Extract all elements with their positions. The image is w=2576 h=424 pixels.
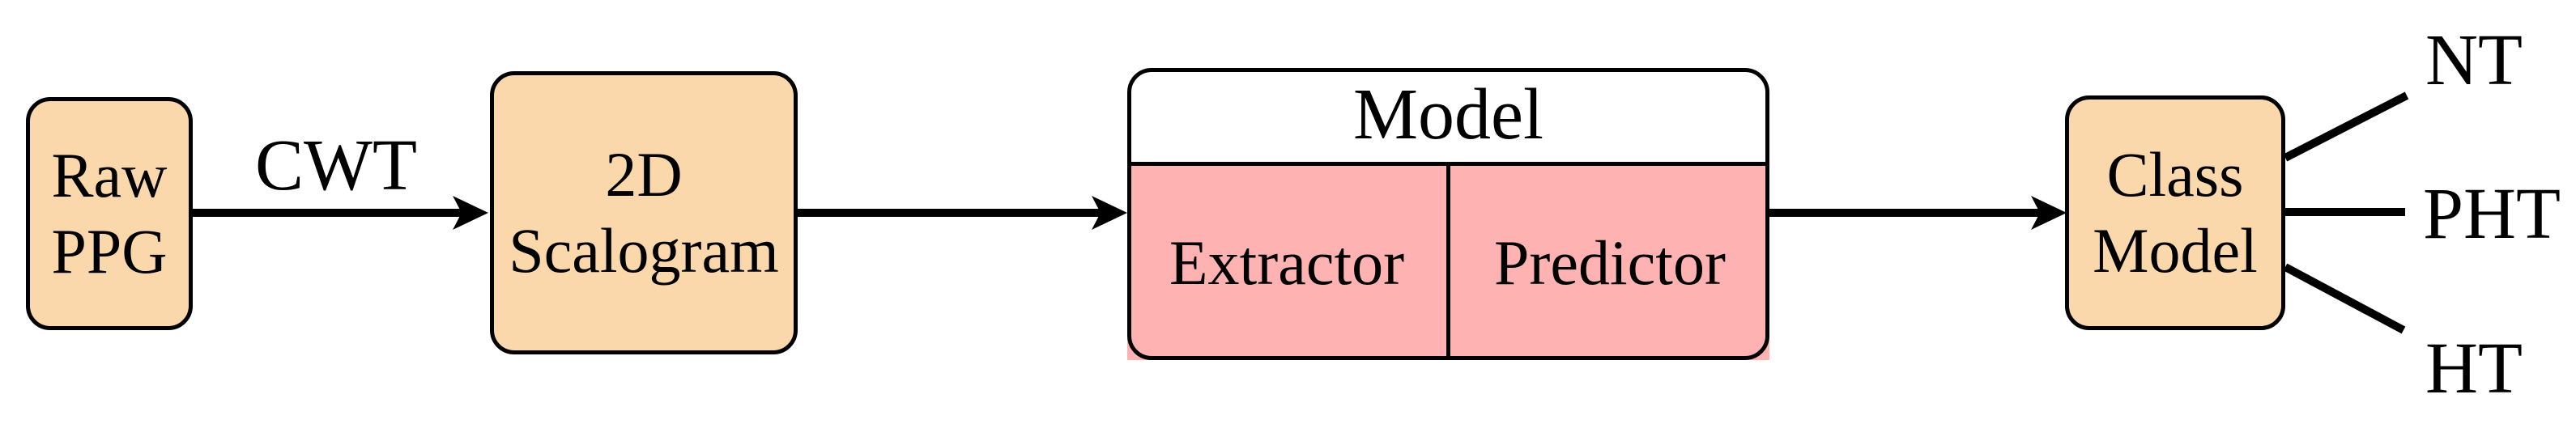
- raw-ppg-line1: Raw: [51, 140, 168, 210]
- model-node: Model Extractor Predictor: [1127, 68, 1769, 360]
- class-model-node: Class Model: [2065, 95, 2285, 330]
- cwt-arrow-head: [453, 196, 488, 230]
- scalogram-line2: Scalogram: [509, 215, 779, 286]
- output-label-pht: PHT: [2422, 174, 2561, 254]
- scalogram-line1: 2D: [605, 139, 683, 210]
- output-label-nt: NT: [2425, 20, 2523, 100]
- class-model-line1: Class: [2106, 139, 2244, 210]
- cwt-arrow: [193, 196, 488, 230]
- model-header: Model: [1127, 68, 1769, 166]
- model-cells: Extractor Predictor: [1127, 166, 1769, 360]
- class-to-nt-line: [2283, 91, 2409, 162]
- class-model-line2: Model: [2093, 215, 2258, 286]
- predictor-label: Predictor: [1494, 227, 1726, 298]
- scalogram-to-model-head: [1092, 196, 1127, 230]
- scalogram-to-model-arrow: [798, 196, 1127, 230]
- model-to-class-head: [2031, 196, 2067, 230]
- cwt-edge-label: CWT: [255, 125, 417, 206]
- extractor-label: Extractor: [1169, 227, 1405, 298]
- scalogram-node: 2D Scalogram: [490, 71, 798, 354]
- model-to-class-arrow: [1769, 196, 2067, 230]
- model-fill: Model Extractor Predictor: [1127, 68, 1769, 360]
- model-title: Model: [1353, 74, 1543, 155]
- class-to-ht-line: [2283, 263, 2406, 334]
- raw-ppg-node: Raw PPG: [26, 97, 193, 330]
- predictor-cell: Predictor: [1446, 166, 1769, 360]
- output-label-ht: HT: [2425, 329, 2523, 409]
- extractor-cell: Extractor: [1127, 166, 1446, 360]
- raw-ppg-line2: PPG: [51, 216, 168, 286]
